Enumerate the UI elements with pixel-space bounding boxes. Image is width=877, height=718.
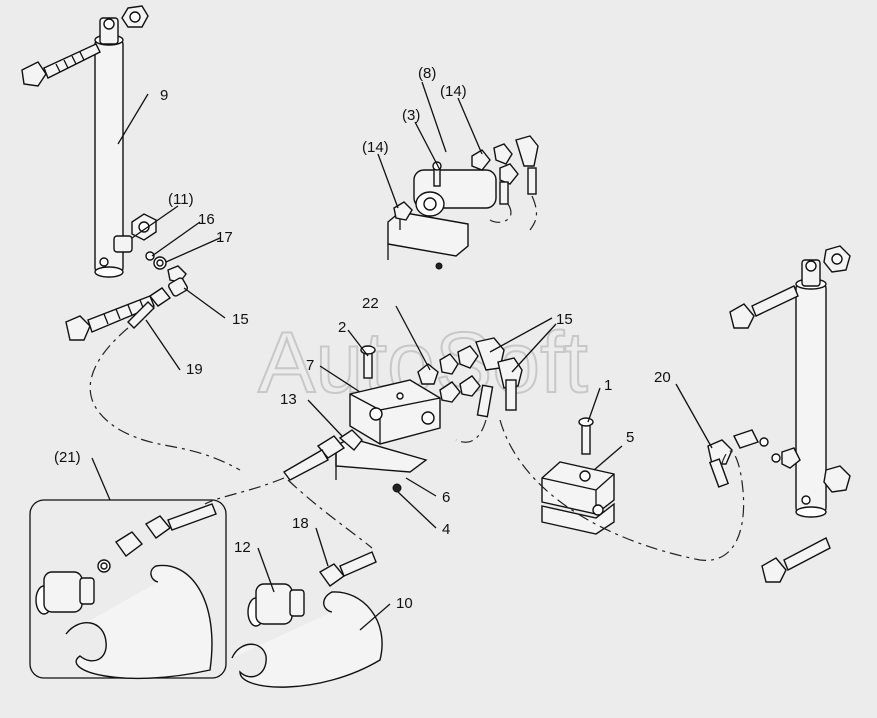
label-21: (21) xyxy=(54,449,81,466)
hose-valve-2 xyxy=(529,195,538,231)
right-bottom-bolt xyxy=(761,537,831,583)
manifold-block xyxy=(335,345,441,493)
label-15-left: 15 xyxy=(232,311,249,328)
label-9: 9 xyxy=(160,87,168,104)
label-22: 22 xyxy=(362,295,379,312)
label-3: (3) xyxy=(402,107,420,124)
hose-manifold-to-right xyxy=(499,419,745,561)
label-14-top: (14) xyxy=(440,83,467,100)
left-cylinder xyxy=(94,17,124,278)
coupler-12 xyxy=(247,583,305,627)
clamp-block xyxy=(541,417,615,535)
label-17: 17 xyxy=(216,229,233,246)
label-18: 18 xyxy=(292,515,309,532)
left-fittings xyxy=(89,213,241,471)
solenoid-valve-assembly xyxy=(387,135,539,270)
label-20: 20 xyxy=(654,369,671,386)
label-16: 16 xyxy=(198,211,215,228)
loop-10 xyxy=(231,591,383,688)
label-8: (8) xyxy=(418,65,436,82)
label-6: 6 xyxy=(442,489,450,506)
label-13: 13 xyxy=(280,391,297,408)
label-11: (11) xyxy=(168,191,194,208)
hose-valve xyxy=(489,203,512,223)
left-bottom-bolt xyxy=(65,295,155,341)
label-14-left: (14) xyxy=(362,139,389,156)
manifold-fittings xyxy=(282,337,523,481)
bolt-18 xyxy=(318,551,377,587)
kit-21-coupler xyxy=(35,503,217,680)
label-1: 1 xyxy=(604,377,612,394)
label-5: 5 xyxy=(626,429,634,446)
label-4: 4 xyxy=(442,521,450,538)
right-top-bolt xyxy=(729,285,799,329)
right-cylinder xyxy=(795,245,851,518)
label-12: 12 xyxy=(234,539,251,556)
label-2: 2 xyxy=(338,319,346,336)
hose-to-coupler xyxy=(287,479,373,549)
hose-manifold-down xyxy=(455,419,487,443)
label-19: 19 xyxy=(186,361,203,378)
right-hose-fittings xyxy=(707,429,801,488)
label-10: 10 xyxy=(396,595,413,612)
left-top-nut xyxy=(121,5,149,28)
leader-lines xyxy=(91,81,713,631)
label-15-center: 15 xyxy=(556,311,573,328)
label-7: 7 xyxy=(306,357,314,374)
left-top-bolt xyxy=(21,43,101,87)
hose-left-to-manifold xyxy=(204,477,285,505)
